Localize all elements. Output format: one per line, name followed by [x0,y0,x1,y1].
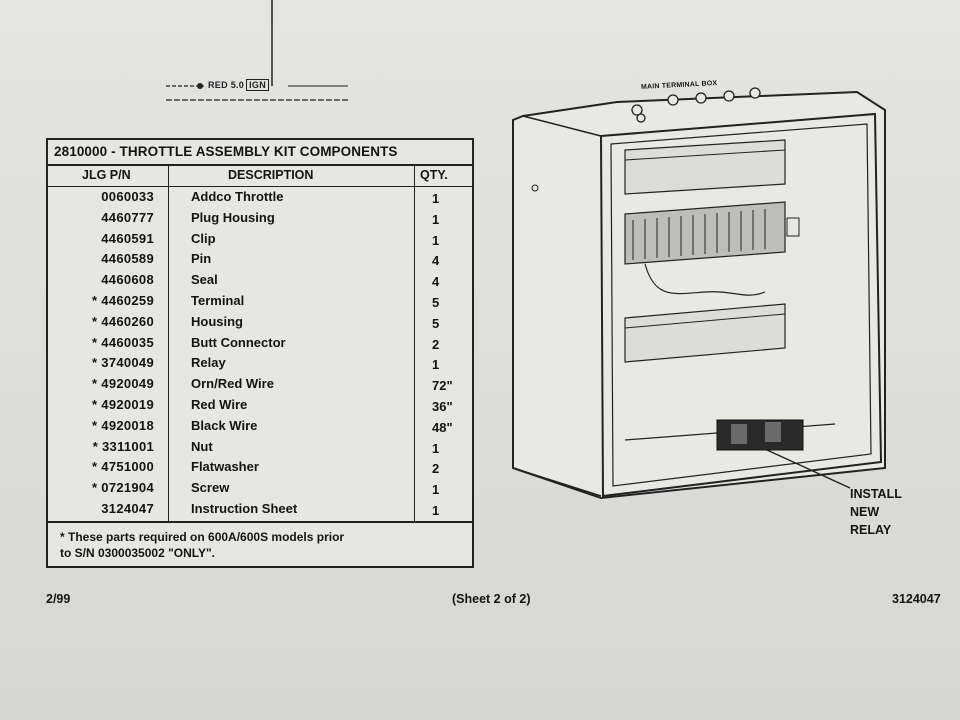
cell-pn: 4460608 [101,272,154,288]
parts-note-line-1: * These parts required on 600A/600S mode… [60,530,345,544]
cell-pn: 4460589 [101,251,154,267]
cell-pn: * 3311001 [92,438,154,454]
table-row: 4460608 Seal 4 [48,270,472,291]
cell-desc: Relay [191,355,226,371]
table-row: 0060033 Addco Throttle 1 [48,187,472,208]
cell-desc: Pin [191,251,212,267]
cell-qty: 1 [432,191,440,206]
cell-qty: 1 [432,357,440,373]
parts-note-line-2: to S/N 0300035002 "ONLY". [60,546,216,560]
cell-qty: 5 [432,315,440,331]
header-qty: QTY. [420,168,448,182]
table-row: * 3311001 Nut 1 [48,437,472,458]
table-row: * 4751000 Flatwasher 2 [48,457,472,478]
parts-table-title: 2810000 - THROTTLE ASSEMBLY KIT COMPONEN… [48,140,472,166]
cell-qty: 48" [432,419,453,435]
cell-pn: * 0721904 [92,480,154,496]
cell-desc: Black Wire [191,417,258,433]
cell-desc: Red Wire [191,397,248,412]
cell-pn: * 4460035 [92,334,154,350]
cell-desc: Addco Throttle [191,189,284,204]
cell-qty: 5 [432,295,440,310]
cell-qty: 4 [432,253,440,269]
cell-qty: 4 [432,274,440,290]
cell-qty: 1 [432,503,440,518]
footer-sheet-number: (Sheet 2 of 2) [452,592,531,606]
callout-line-1: INSTALL [850,487,902,501]
cell-pn: 0060033 [101,189,154,204]
table-row: 3124047 Instruction Sheet 1 [48,499,472,520]
cell-desc: Orn/Red Wire [191,376,274,392]
table-row: 4460589 Pin 4 [48,249,472,270]
table-row: * 0721904 Screw 1 [48,478,472,499]
cell-pn: * 4920019 [92,397,154,412]
header-part-number: JLG P/N [82,168,131,182]
wire-tag: IGN [246,79,270,91]
cell-desc: Terminal [191,293,245,308]
cell-pn: * 4751000 [92,459,154,475]
cell-desc: Screw [191,480,230,496]
cell-qty: 72" [432,378,453,394]
cell-desc: Flatwasher [191,459,259,475]
cell-desc: Seal [191,272,218,288]
parts-table-header: JLG P/N DESCRIPTION QTY. [48,166,472,187]
table-row: * 4920049 Orn/Red Wire 72" [48,374,472,395]
cell-desc: Nut [191,438,213,454]
cell-pn: 3124047 [101,501,154,516]
cell-pn: 4460777 [101,209,154,225]
table-row: * 4460035 Butt Connector 2 [48,333,472,354]
table-row: 4460777 Plug Housing 1 [48,208,472,229]
table-row: 4460591 Clip 1 [48,229,472,250]
callout-line-2: NEW [850,505,880,519]
cell-qty: 1 [432,482,440,498]
table-row: * 3740049 Relay 1 [48,353,472,374]
cell-qty: 2 [432,461,440,477]
table-row: * 4920018 Black Wire 48" [48,416,472,437]
cell-pn: * 4460260 [92,313,154,329]
header-description: DESCRIPTION [228,168,314,182]
cell-qty: 1 [432,232,440,248]
cell-qty: 1 [432,211,440,227]
parts-table-body: 0060033 Addco Throttle 1 4460777 Plug Housin… [48,187,472,521]
footer-document-number: 3124047 [892,592,941,606]
cell-pn: 4460591 [101,230,154,246]
cell-qty: 36" [432,399,453,414]
cell-pn: * 3740049 [92,355,154,371]
wiring-fragment [166,0,348,101]
cell-pn: * 4920018 [92,417,154,433]
parts-note: * These parts required on 600A/600S mode… [48,521,472,561]
install-relay-callout: INSTALL NEW RELAY [850,485,930,539]
table-row: * 4460259 Terminal 5 [48,291,472,312]
parts-table: 2810000 - THROTTLE ASSEMBLY KIT COMPONEN… [46,138,474,568]
cell-pn: * 4920049 [92,376,154,392]
cell-desc: Plug Housing [191,209,275,225]
cell-desc: Butt Connector [191,334,286,350]
table-row: * 4920019 Red Wire 36" [48,395,472,416]
cell-qty: 2 [432,336,440,352]
cell-desc: Housing [191,313,243,329]
table-row: * 4460260 Housing 5 [48,312,472,333]
terminal-box-diagram [512,87,886,500]
cell-desc: Clip [191,230,216,246]
cell-qty: 1 [432,440,440,456]
cell-pn: * 4460259 [92,293,154,308]
callout-line-3: RELAY [850,523,892,537]
footer-date: 2/99 [46,592,71,606]
cell-desc: Instruction Sheet [191,501,298,516]
